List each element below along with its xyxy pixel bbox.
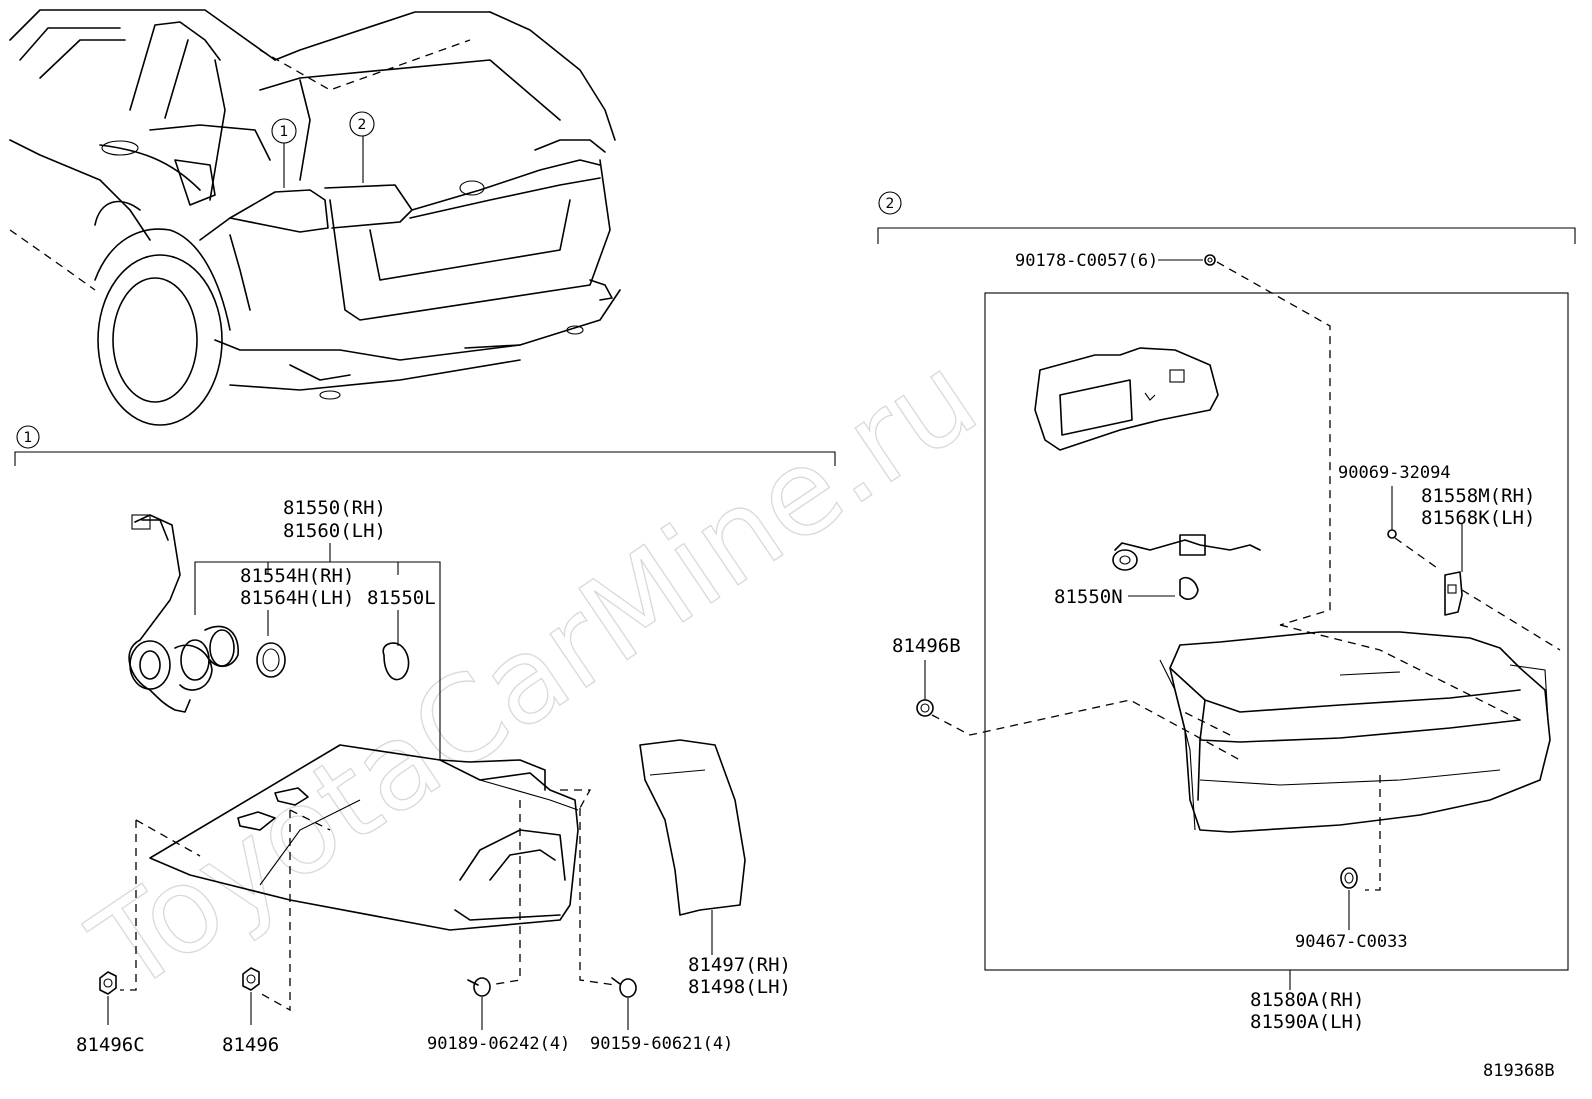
section-1-marker-circle [16,425,40,449]
label-81580A-rh: 81580A(RH) [1250,989,1364,1011]
assembly-box [984,292,1569,971]
label-81560-lh: 81560(LH) [283,520,386,542]
label-81564H-lh: 81564H(LH) [240,587,354,609]
section-2: 2 [877,191,1576,1033]
vehicle-overview: 1 2 [9,9,621,426]
drawing-code: 819368B [1483,1061,1555,1081]
label-81497-rh: 81497(RH) [688,954,791,976]
label-90069: 90069-32094 [1338,463,1451,483]
label-81558M-rh: 81558M(RH) [1421,485,1535,507]
callout-circle-1 [271,118,297,144]
section-2-marker-circle [878,191,902,215]
section-2-bracket [877,227,1576,244]
nut-90467-icon [1340,867,1358,889]
screw-90159-icon [611,977,637,998]
label-90159: 90159-60621(4) [590,1034,733,1054]
label-81554H-rh: 81554H(RH) [240,565,354,587]
callout-1: 1 [280,124,289,140]
screw-90189-icon [467,977,491,997]
label-81590A-lh: 81590A(LH) [1250,1011,1364,1033]
section-1-marker: 1 [24,430,33,446]
label-81550N: 81550N [1054,586,1123,608]
callout-2: 2 [358,117,367,133]
section-1-bracket [14,451,836,466]
label-81496: 81496 [222,1034,279,1056]
label-81568K-lh: 81568K(LH) [1421,507,1535,529]
clip-81496B-icon [916,699,934,717]
section-1: 1 [14,425,836,1056]
watermark: ToyotaCarMine.ru [68,327,1001,1018]
label-81550L: 81550L [367,587,436,609]
label-81550-rh: 81550(RH) [283,497,386,519]
label-81496C: 81496C [76,1034,145,1056]
screw-90178-icon [1204,254,1216,266]
label-81498-lh: 81498(LH) [688,976,791,998]
label-90467: 90467-C0033 [1295,932,1408,952]
section-2-marker: 2 [886,196,895,212]
clip-81496-icon [242,967,260,991]
label-81496B: 81496B [892,635,961,657]
screw-90069-icon [1387,529,1397,539]
clip-81496C-icon [99,971,117,995]
callout-circle-2 [349,111,375,137]
label-90189: 90189-06242(4) [427,1034,570,1054]
label-90178: 90178-C0057(6) [1015,251,1158,271]
bracket-icon [1444,571,1463,616]
